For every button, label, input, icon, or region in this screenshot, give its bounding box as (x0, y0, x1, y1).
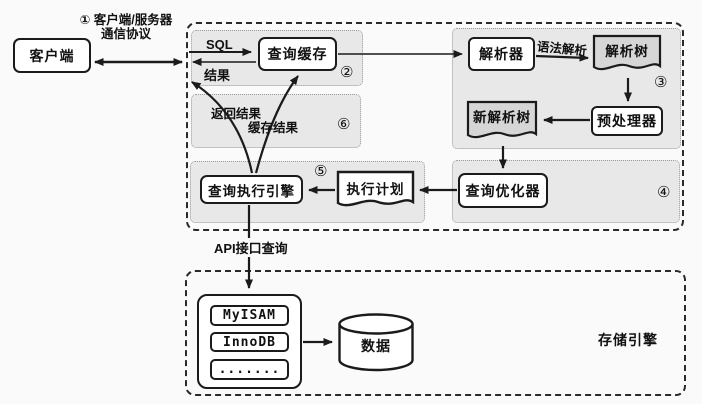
node-new-parse-tree: 新解析树 (466, 104, 538, 128)
node-data-store: 数据 (337, 337, 415, 355)
node-data-cylinder-shape (338, 313, 414, 372)
node-engine-myisam-label: MyISAM (223, 308, 276, 323)
sql-label: SQL (206, 37, 233, 52)
node-engine-myisam: MyISAM (210, 305, 289, 326)
badge-step-5: ⑤ (314, 163, 328, 180)
node-query-execution-engine: 查询执行引擎 (200, 175, 303, 204)
node-parse-tree-shape (592, 34, 662, 71)
api-query-label: API接口查询 (211, 238, 291, 257)
node-parser: 解析器 (468, 37, 535, 71)
badge-step-6: ⑥ (337, 116, 351, 133)
protocol-label-line2: 通信协议 (100, 27, 151, 42)
node-execution-plan: 执行计划 (336, 176, 415, 200)
node-client-label: 客户端 (29, 47, 75, 64)
badge-step-4: ④ (657, 184, 671, 201)
node-query-execution-engine-label: 查询执行引擎 (208, 183, 295, 199)
cache-result-label: 缓存结果 (248, 121, 299, 135)
badge-step-3: ③ (654, 74, 668, 91)
node-data-store-label: 数据 (361, 338, 391, 354)
node-engine-more: ....... (210, 359, 289, 380)
protocol-label: ① 客户端/服务器 通信协议 (70, 13, 182, 42)
node-parse-tree-label: 解析树 (605, 44, 649, 59)
node-query-optimizer-label: 查询优化器 (465, 182, 541, 199)
storage-engine-dashed-region (185, 270, 686, 396)
node-query-cache-label: 查询缓存 (267, 46, 328, 62)
node-engine-more-label: ....... (218, 362, 281, 377)
node-engine-innodb: InnoDB (210, 332, 289, 352)
node-engine-innodb-label: InnoDB (223, 334, 276, 350)
node-query-cache: 查询缓存 (258, 37, 337, 71)
server-dashed-region (186, 22, 684, 231)
node-parse-tree: 解析树 (592, 38, 662, 62)
result-label: 结果 (204, 68, 231, 83)
node-execution-plan-label: 执行计划 (346, 182, 405, 197)
badge-step-2: ② (340, 64, 354, 81)
node-client: 客户端 (13, 38, 91, 73)
node-preprocessor: 预处理器 (591, 106, 663, 136)
storage-engine-label: 存储引擎 (598, 332, 658, 348)
node-preprocessor-label: 预处理器 (597, 113, 657, 129)
node-parser-label: 解析器 (479, 46, 524, 62)
node-execution-plan-shape (336, 170, 415, 207)
protocol-label-line1: ① 客户端/服务器 (79, 13, 173, 27)
node-new-parse-tree-label: 新解析树 (473, 110, 531, 125)
node-query-optimizer: 查询优化器 (458, 173, 548, 208)
node-new-parse-tree-shape (466, 100, 538, 139)
